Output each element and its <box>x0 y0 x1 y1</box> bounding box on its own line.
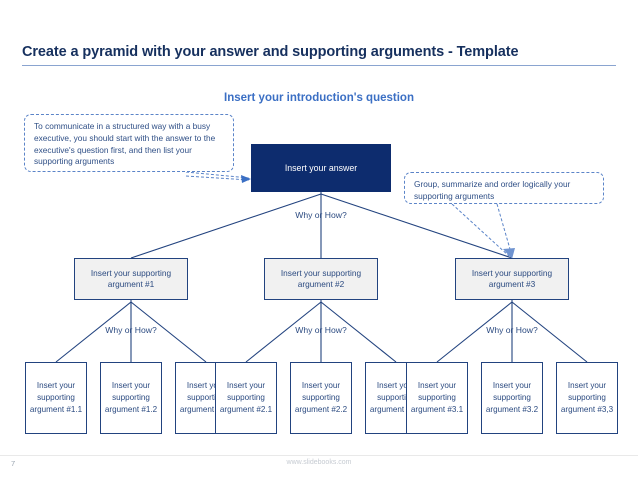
title-divider <box>22 65 616 66</box>
supporting-argument-box-2[interactable]: Insert your supporting argument #2 <box>264 258 378 300</box>
sub-argument-box-3-3[interactable]: Insert your supporting argument #3,3 <box>556 362 618 434</box>
subtitle-introduction-question: Insert your introduction's question <box>224 92 414 104</box>
supporting-argument-box-1[interactable]: Insert your supporting argument #1 <box>74 258 188 300</box>
page-number: 7 <box>11 459 16 468</box>
footer-site-url: www.slidebooks.com <box>286 459 352 466</box>
why-or-how-label-group-1: Why or How? <box>105 325 157 335</box>
sub-argument-box-3-1[interactable]: Insert your supporting argument #3.1 <box>406 362 468 434</box>
callout-right-note: Group, summarize and order logically you… <box>404 172 604 204</box>
sub-argument-box-1-1[interactable]: Insert your supporting argument #1.1 <box>25 362 87 434</box>
sub-argument-box-2-1[interactable]: Insert your supporting argument #2.1 <box>215 362 277 434</box>
sub-argument-box-2-2[interactable]: Insert your supporting argument #2.2 <box>290 362 352 434</box>
left-callout-arrow <box>241 175 251 183</box>
footer-divider <box>0 455 638 456</box>
supporting-argument-box-3[interactable]: Insert your supporting argument #3 <box>455 258 569 300</box>
sub-argument-box-3-2[interactable]: Insert your supporting argument #3.2 <box>481 362 543 434</box>
page-title: Create a pyramid with your answer and su… <box>22 44 519 60</box>
sub-argument-box-1-2[interactable]: Insert your supporting argument #1.2 <box>100 362 162 434</box>
callout-left-note: To communicate in a structured way with … <box>24 114 234 172</box>
answer-box[interactable]: Insert your answer <box>251 144 391 192</box>
why-or-how-label-top: Why or How? <box>295 210 347 220</box>
why-or-how-label-group-2: Why or How? <box>295 325 347 335</box>
why-or-how-label-group-3: Why or How? <box>486 325 538 335</box>
